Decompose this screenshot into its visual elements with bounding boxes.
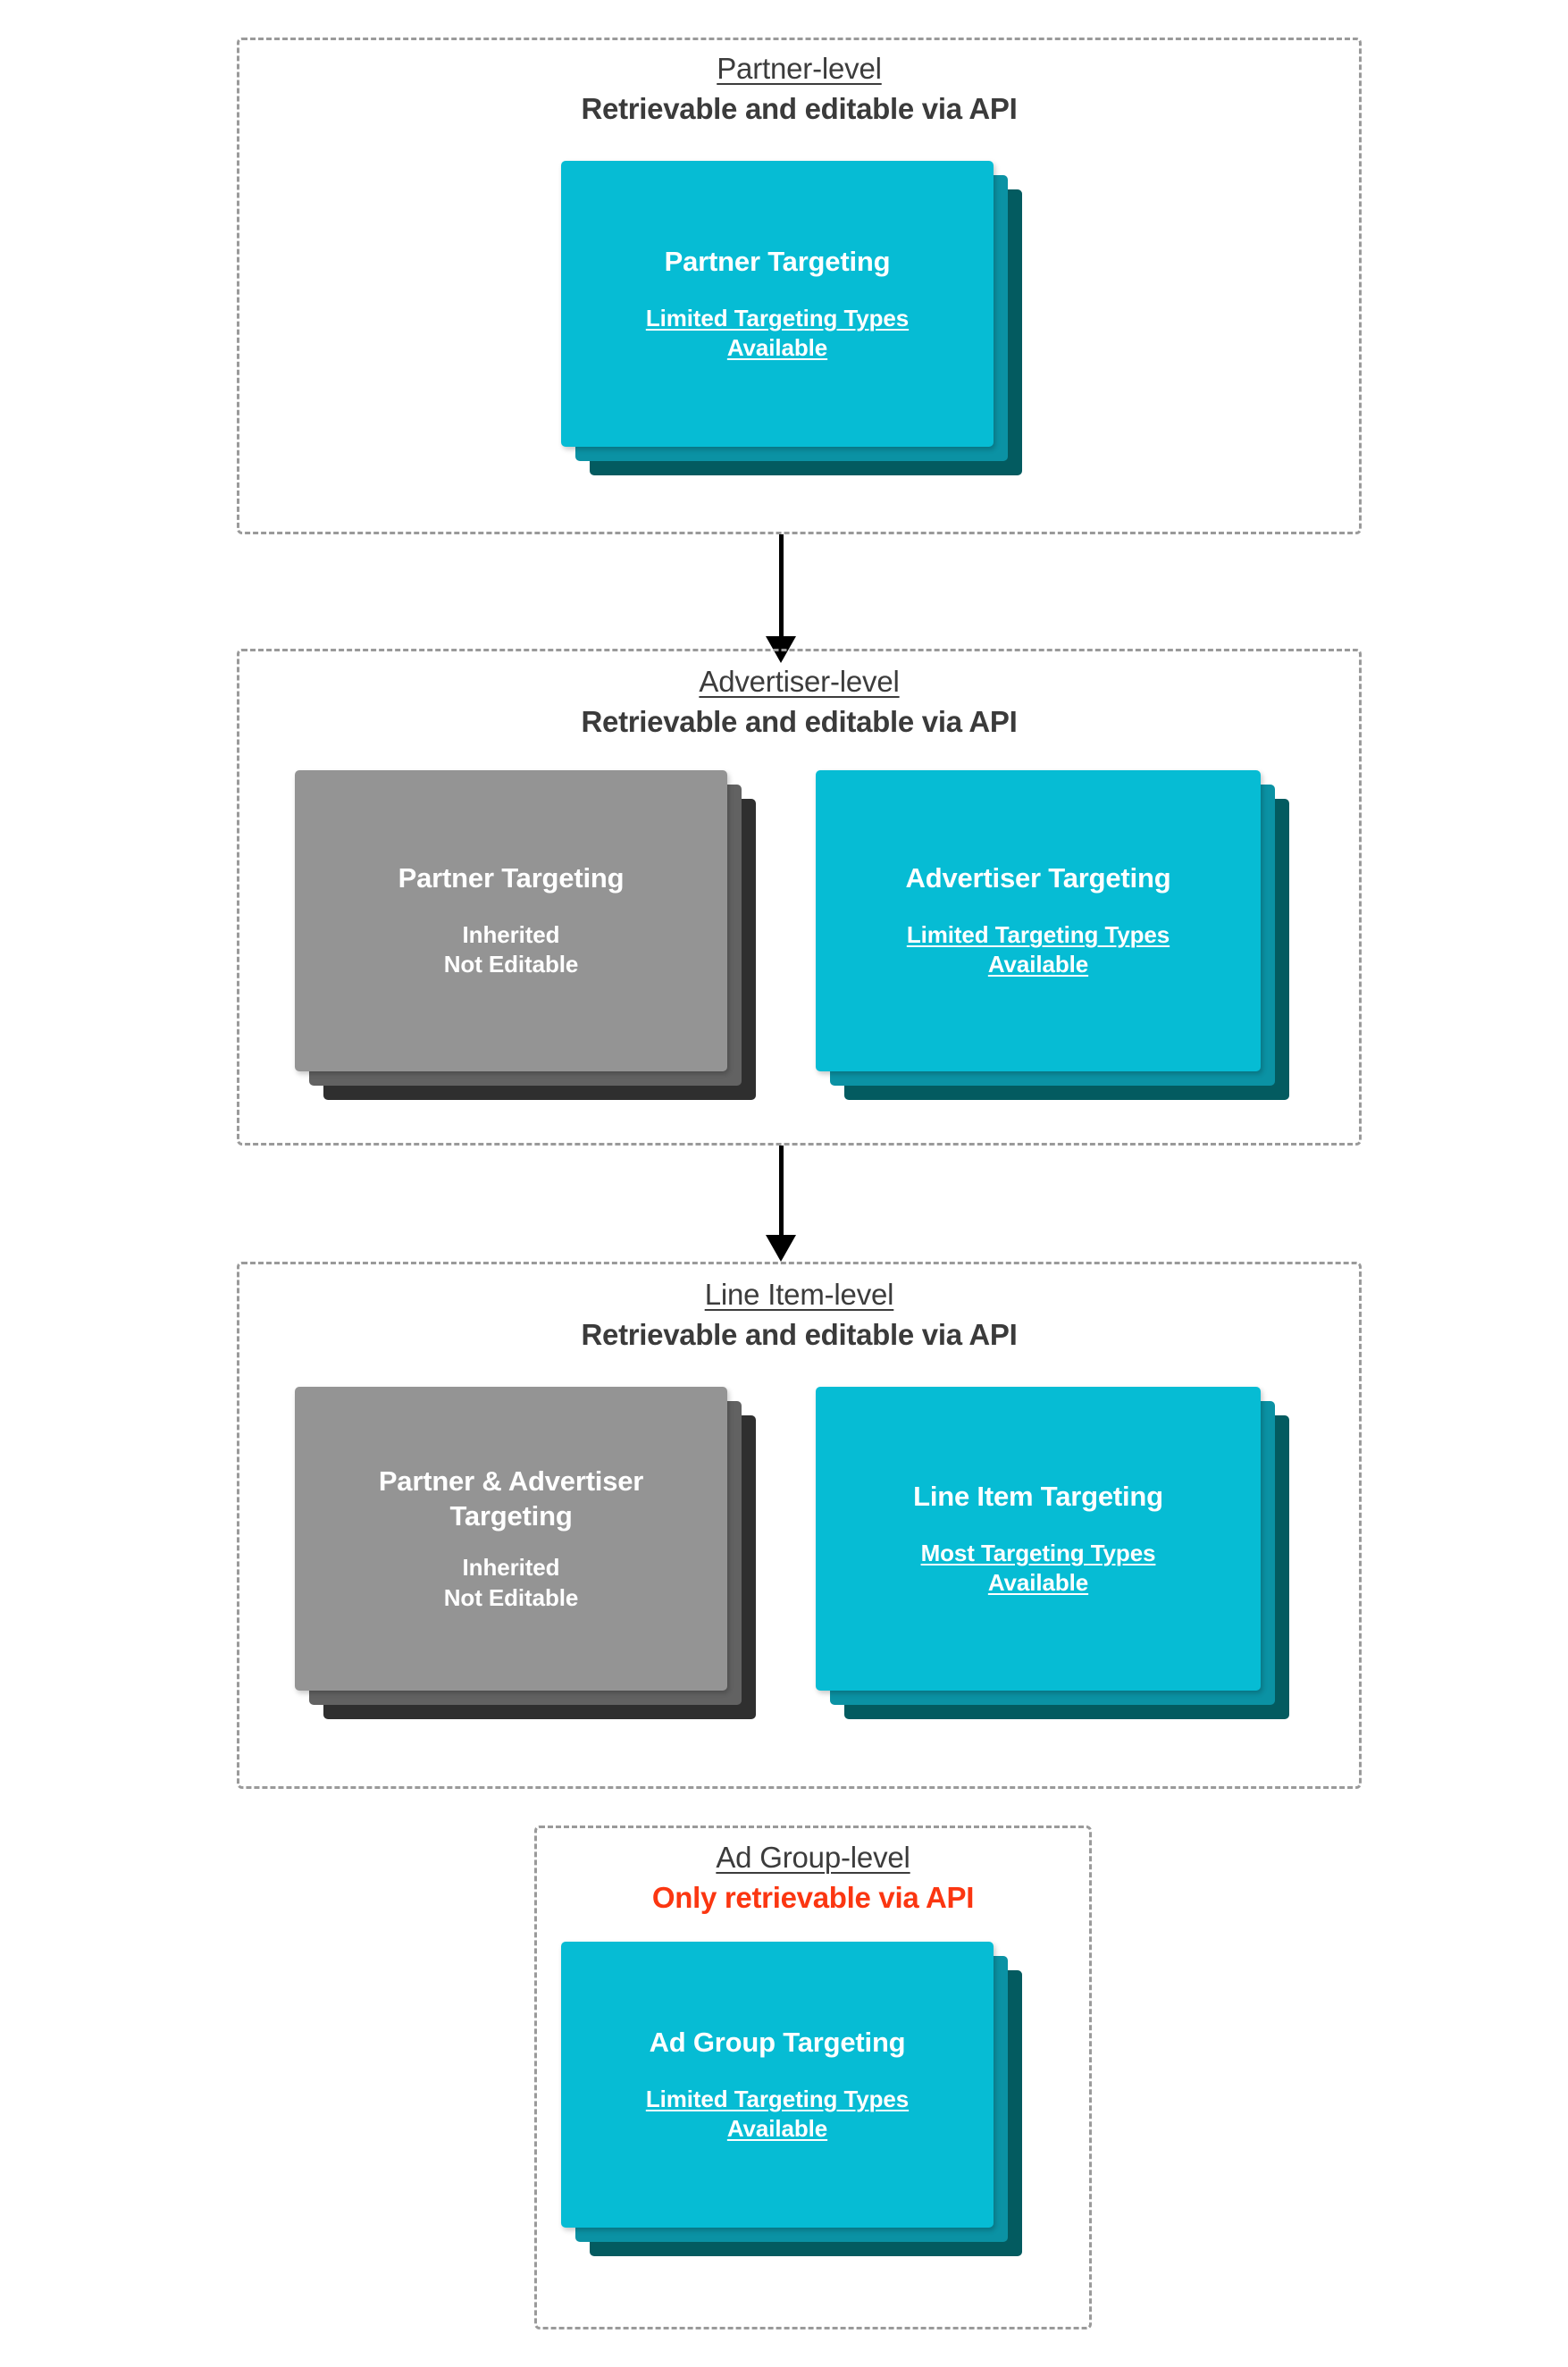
card-subtitle[interactable]: Limited Targeting Types Available [645, 2085, 910, 2142]
card-subtitle: Inherited Not Editable [443, 921, 579, 978]
card-title: Partner & Advertiser Targeting [378, 1465, 644, 1532]
level-subtitle-partner: Retrievable and editable via API [581, 92, 1018, 126]
card-title: Line Item Targeting [913, 1480, 1163, 1512]
level-title-advertiser: Advertiser-level [699, 665, 900, 698]
connector-advertiser-to-line-item [754, 1146, 808, 1262]
card-title: Partner Targeting [664, 245, 891, 277]
card-stack-ad-group-targeting[interactable]: Ad Group Targeting Limited Targeting Typ… [561, 1942, 1022, 2256]
level-title-ad-group: Ad Group-level [716, 1841, 910, 1874]
card-front-partner-targeting[interactable]: Partner Targeting Limited Targeting Type… [561, 161, 994, 447]
card-stack-advertiser-targeting[interactable]: Advertiser Targeting Limited Targeting T… [816, 770, 1289, 1119]
card-title: Advertiser Targeting [905, 862, 1171, 894]
card-subtitle: Inherited Not Editable [443, 1554, 579, 1611]
card-front-inherited-partner-advertiser-targeting[interactable]: Partner & Advertiser Targeting Inherited… [295, 1387, 727, 1691]
card-stack-inherited-partner-targeting[interactable]: Partner Targeting Inherited Not Editable [295, 770, 756, 1119]
level-box-partner [237, 38, 1362, 534]
card-subtitle[interactable]: Limited Targeting Types Available [645, 304, 910, 361]
level-subtitle-advertiser: Retrievable and editable via API [581, 705, 1018, 739]
card-front-ad-group-targeting[interactable]: Ad Group Targeting Limited Targeting Typ… [561, 1942, 994, 2228]
level-header-line-item: Line Item-level Retrievable and editable… [237, 1276, 1362, 1355]
card-front-line-item-targeting[interactable]: Line Item Targeting Most Targeting Types… [816, 1387, 1261, 1691]
card-stack-line-item-targeting[interactable]: Line Item Targeting Most Targeting Types… [816, 1387, 1289, 1737]
level-header-ad-group: Ad Group-level Only retrievable via API [534, 1839, 1092, 1918]
level-subtitle-line-item: Retrievable and editable via API [581, 1318, 1018, 1352]
level-title-line-item: Line Item-level [704, 1278, 894, 1311]
level-header-advertiser: Advertiser-level Retrievable and editabl… [237, 663, 1362, 742]
connector-partner-to-advertiser [754, 534, 808, 663]
card-front-advertiser-targeting[interactable]: Advertiser Targeting Limited Targeting T… [816, 770, 1261, 1071]
level-box-line-item [237, 1262, 1362, 1789]
card-stack-inherited-partner-advertiser-targeting[interactable]: Partner & Advertiser Targeting Inherited… [295, 1387, 756, 1737]
card-stack-partner-targeting[interactable]: Partner Targeting Limited Targeting Type… [561, 161, 1022, 475]
level-subtitle-ad-group: Only retrievable via API [651, 1881, 975, 1915]
arrow-shaft [778, 1146, 784, 1238]
level-header-partner: Partner-level Retrievable and editable v… [237, 50, 1362, 129]
card-title: Partner Targeting [398, 862, 625, 894]
card-subtitle[interactable]: Most Targeting Types Available [920, 1539, 1156, 1596]
card-subtitle[interactable]: Limited Targeting Types Available [906, 921, 1170, 978]
level-box-ad-group [534, 1826, 1092, 2329]
card-title: Ad Group Targeting [649, 2026, 906, 2058]
arrow-shaft [778, 534, 784, 640]
arrow-head-icon [766, 1235, 796, 1262]
level-title-partner: Partner-level [717, 52, 882, 85]
card-front-inherited-partner-targeting[interactable]: Partner Targeting Inherited Not Editable [295, 770, 727, 1071]
level-box-advertiser [237, 649, 1362, 1146]
